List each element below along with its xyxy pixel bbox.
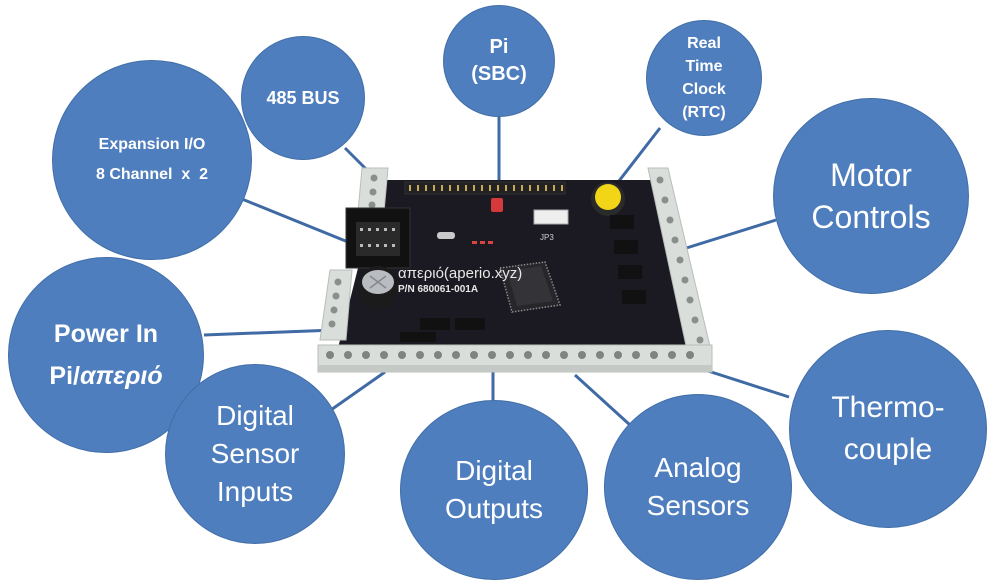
power-in-prefix: Pi/: [49, 362, 80, 390]
rtc-bubble: Real Time Clock (RTC): [646, 20, 762, 136]
rtc-battery: [591, 182, 625, 216]
board-part-number: P/N 680061-001A: [398, 284, 478, 295]
thermocouple-bubble: Thermo- couple: [789, 330, 987, 528]
analog-sensors-bubble: Analog Sensors: [604, 394, 792, 580]
board-jumper-label: JP3: [540, 233, 554, 242]
pi-sbc-line1: Pi: [489, 36, 509, 58]
motor-controls-line2: Controls: [811, 199, 931, 235]
485-bus-label: 485 BUS: [266, 87, 340, 108]
pi-sbc-line2: (SBC): [471, 63, 527, 85]
digital-sensor-inputs-bubble: Digital Sensor Inputs: [165, 364, 345, 544]
driver-chips: [610, 215, 646, 304]
pi-sbc-bubble: Pi (SBC): [443, 5, 555, 117]
status-leds: [472, 241, 493, 244]
idc-header: [345, 207, 411, 269]
thermocouple-line1: Thermo-: [831, 391, 945, 424]
rtc-line4: (RTC): [682, 104, 726, 121]
jst-connector: [533, 209, 569, 225]
motor-controls-bubble: Motor Controls: [773, 98, 969, 294]
power-in-brand: απεριό: [79, 362, 163, 390]
mcu-chip: [499, 261, 562, 313]
digital-outputs-line1: Digital: [455, 455, 533, 486]
rtc-line3: Clock: [682, 81, 726, 98]
digital-outputs-bubble: Digital Outputs: [400, 400, 588, 580]
terminal-strip-top-left: [357, 167, 389, 213]
connector-rtc: [610, 127, 662, 191]
power-in-line1: Power In: [53, 320, 159, 348]
analog-sensors-line2: Sensors: [646, 490, 750, 521]
thermocouple-line2: couple: [843, 433, 933, 466]
connector-expansion: [231, 193, 349, 244]
crystal: [437, 232, 455, 239]
reset-button: [491, 198, 503, 212]
connector-thermo: [704, 368, 790, 399]
expansion-io-line1: Expansion I/O: [98, 136, 206, 153]
digital-sensor-line3: Inputs: [216, 476, 294, 507]
rtc-line2: Time: [685, 58, 723, 75]
expansion-io-line2: 8 Channel x 2: [95, 166, 209, 183]
gpio-header: [404, 181, 566, 195]
connector-motor: [679, 218, 777, 252]
board-brand-label: απεριό(aperio.xyz): [398, 265, 522, 282]
terminal-strip-right: [647, 167, 713, 356]
digital-sensor-line2: Sensor: [210, 438, 300, 469]
expansion-io-bubble: Expansion I/O 8 Channel x 2: [52, 60, 252, 260]
input-chips: [400, 318, 485, 342]
terminal-strip-bottom: [317, 344, 713, 373]
485-bus-bubble: 485 BUS: [241, 36, 365, 160]
digital-outputs-line2: Outputs: [444, 493, 544, 524]
connector-digital-sensor: [327, 370, 386, 414]
motor-controls-line1: Motor: [830, 157, 912, 193]
capacitor: [358, 266, 398, 310]
terminal-strip-left: [319, 269, 353, 341]
analog-sensors-line1: Analog: [654, 452, 742, 483]
connector-power: [203, 328, 336, 337]
connector-analog: [573, 373, 632, 427]
rtc-line1: Real: [687, 35, 721, 52]
power-in-line2: Pi/απεριό: [49, 355, 162, 397]
digital-sensor-line1: Digital: [216, 400, 294, 431]
